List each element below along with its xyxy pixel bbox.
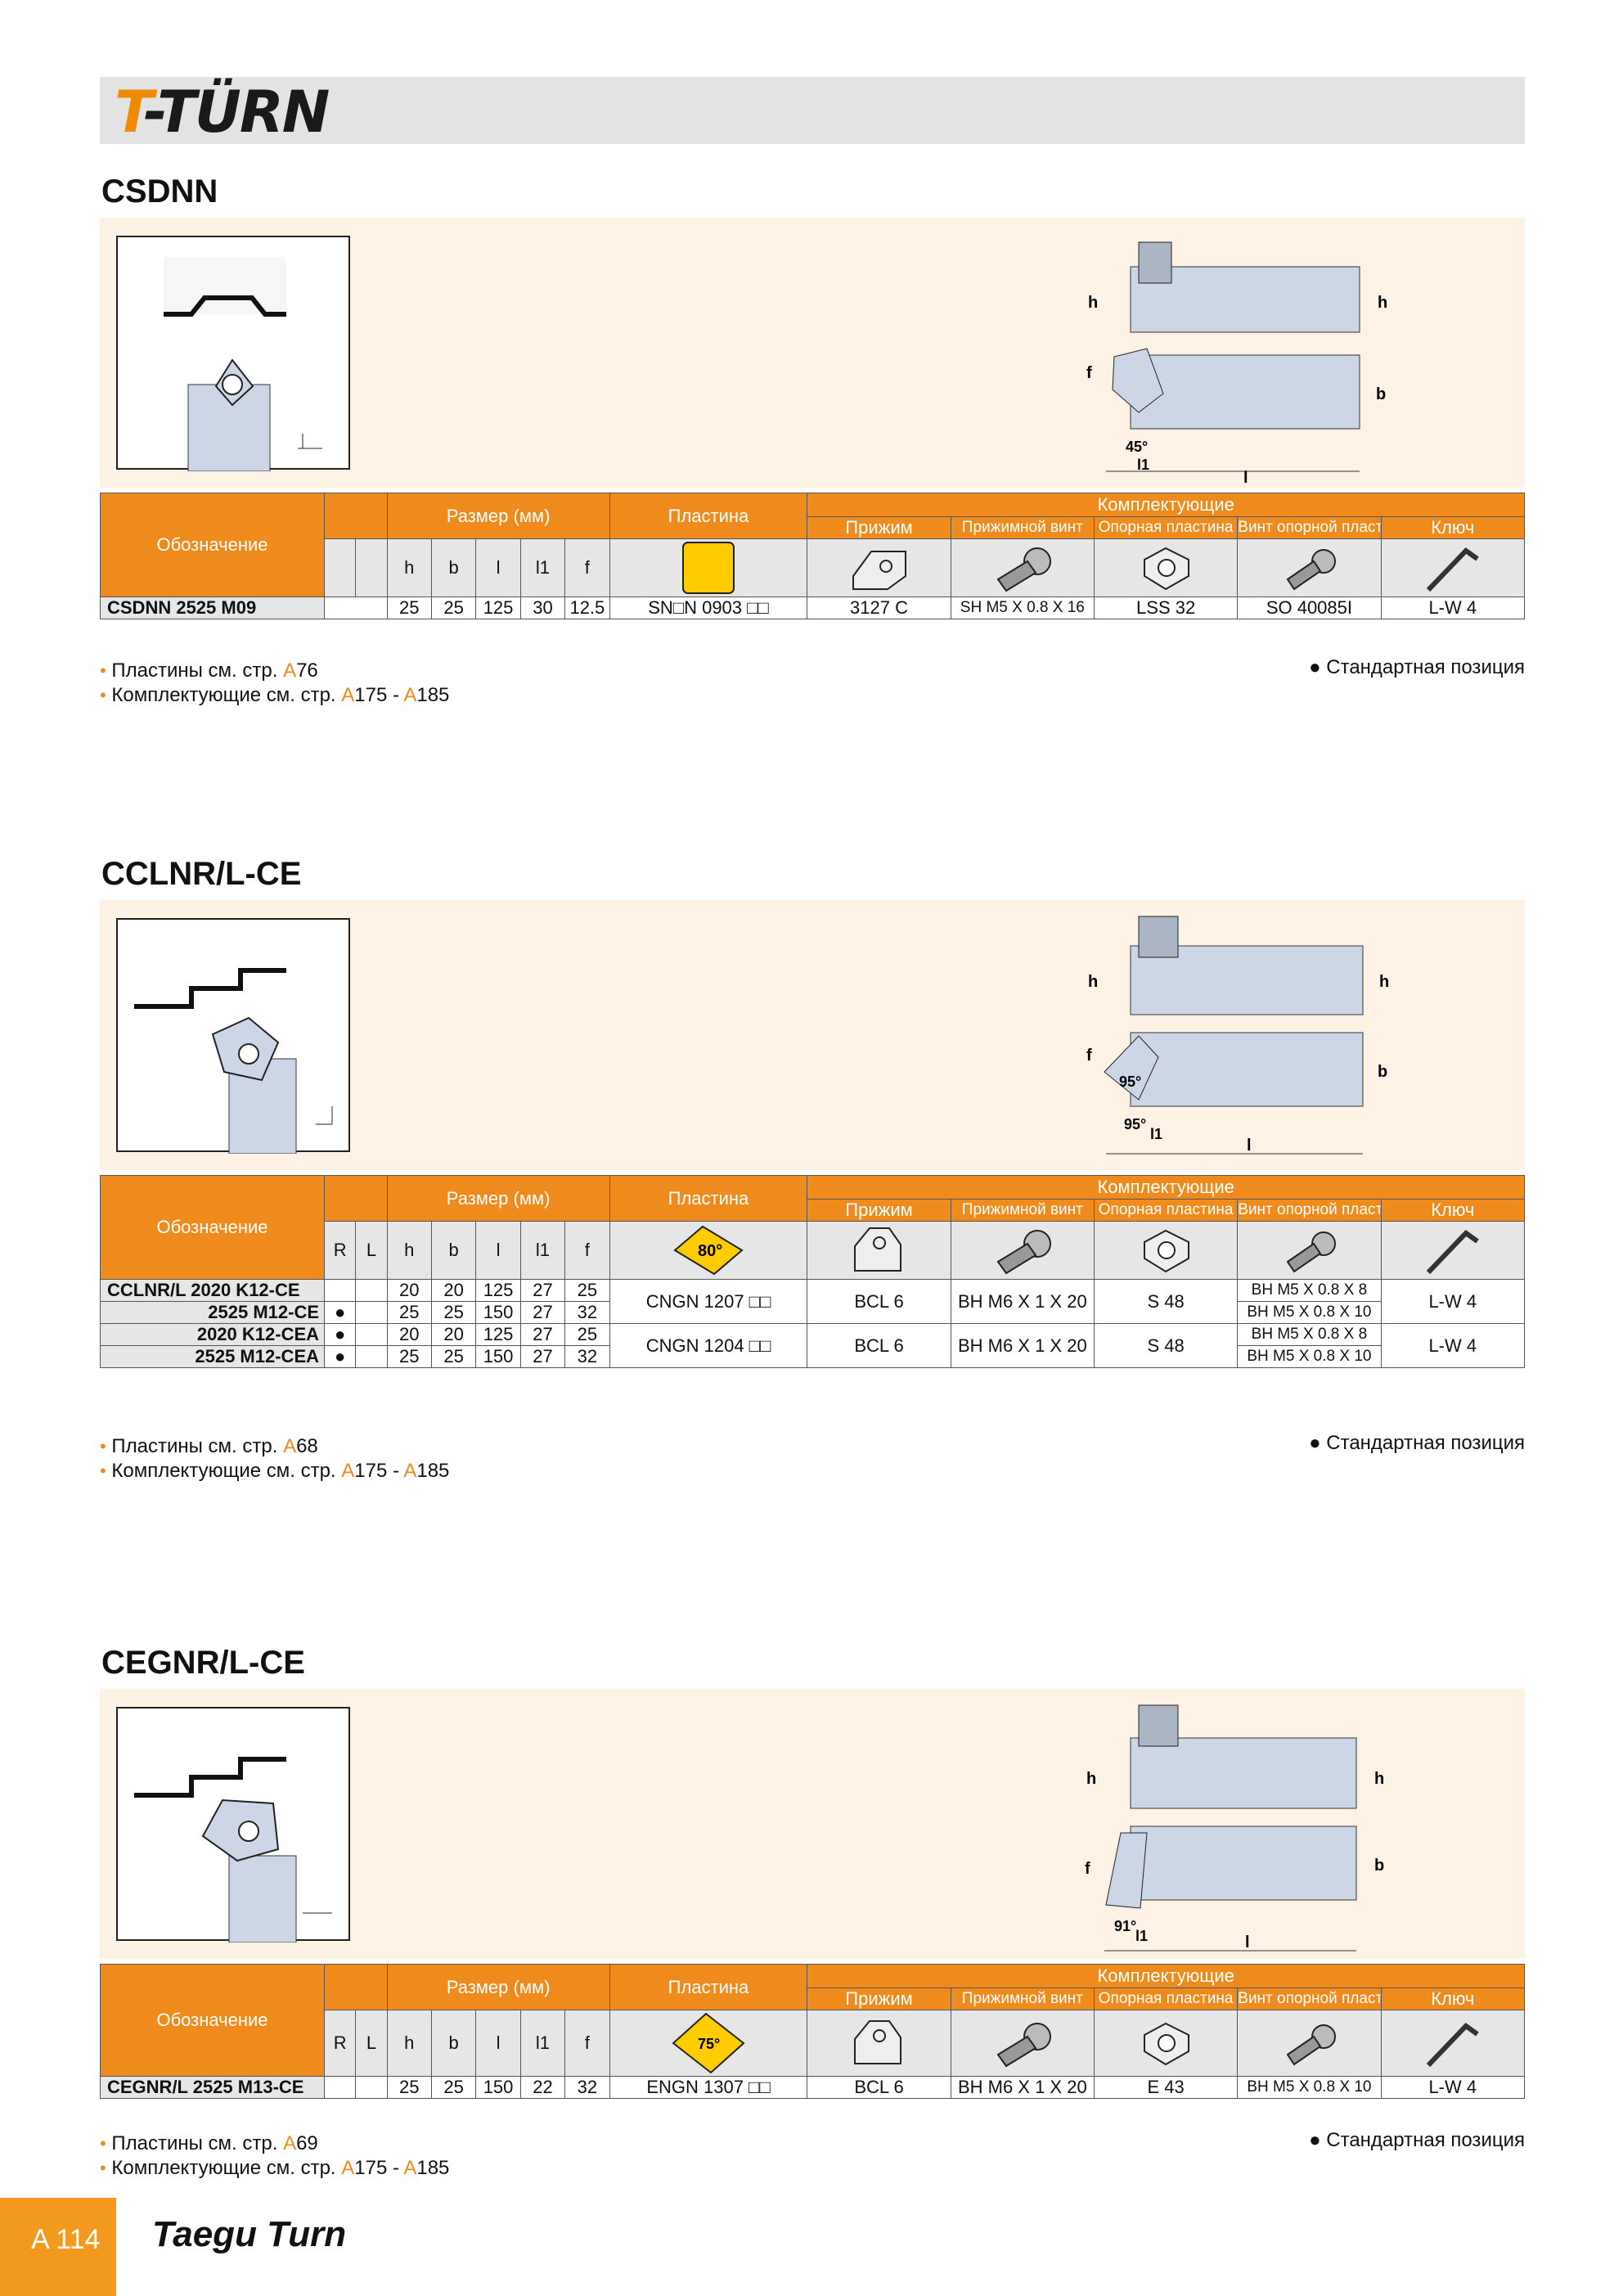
company-logo: Taegu Turn <box>152 2214 347 2254</box>
svg-text:b: b <box>1378 1063 1387 1081</box>
dim-angle: 45° <box>1126 439 1148 455</box>
note-inserts: • Пластины см. стр. A68 <box>100 1435 318 1457</box>
key-icon <box>1426 547 1479 592</box>
svg-text:l1: l1 <box>1135 1928 1148 1944</box>
shim-screw-icon <box>1287 2024 1337 2066</box>
col-accessories: Комплектующие <box>807 493 1525 517</box>
col-clamp-screw: Прижимной винт <box>950 516 1095 539</box>
hdr-b: b <box>430 538 477 597</box>
key-icon <box>1426 1230 1479 1275</box>
drawing-panel-csdnn: h h b f 45° l1 l <box>100 218 1525 488</box>
tool-drawing: h h b f 45° l1 l <box>1016 226 1523 488</box>
col-key: Ключ <box>1380 516 1526 539</box>
col-shim-screw: Винт опорной пластины <box>1237 516 1382 539</box>
section-title-cclnr: CCLNR/L-CE <box>101 856 302 892</box>
dim-l: l <box>1243 469 1248 487</box>
svg-text:75°: 75° <box>698 2036 720 2052</box>
svg-text:f: f <box>1085 1860 1090 1878</box>
insert-rhombus-80-icon: 80° <box>673 1225 744 1276</box>
page-number-tab: A 114 <box>0 2198 116 2296</box>
tool-drawing: h h b f 91° l1 l <box>1016 1694 1523 1959</box>
hdr-h: h <box>386 538 432 597</box>
detail-drawing <box>116 918 350 1154</box>
dim-h-right: h <box>1378 294 1387 312</box>
shim-icon <box>1144 2022 1190 2066</box>
insert-rhombus-75-icon: 75° <box>672 2012 745 2074</box>
dim-f: f <box>1086 364 1092 382</box>
svg-text:80°: 80° <box>698 1242 722 1260</box>
clamp-icon <box>853 2020 901 2064</box>
svg-text:b: b <box>1374 1857 1384 1875</box>
svg-text:h: h <box>1374 1770 1384 1788</box>
dim-b: b <box>1376 385 1386 403</box>
col-shim: Опорная пластина <box>1093 516 1239 539</box>
insert-square-icon <box>681 542 735 594</box>
section-title-csdnn: CSDNN <box>101 173 218 209</box>
clamp-screw-icon <box>996 1230 1051 1275</box>
svg-text:h: h <box>1086 1770 1096 1788</box>
hdr-l1: l1 <box>519 538 566 597</box>
spec-table-csdnn: Обозначение Размер (мм) Пластина Комплек… <box>99 493 1526 619</box>
note-accessories: • Комплектующие см. стр. A175 - A185 <box>100 1460 450 1482</box>
tool-drawing: h h b f 95° 95° l1 l <box>1016 905 1523 1170</box>
shim-screw-icon <box>1287 549 1337 591</box>
svg-text:h: h <box>1379 973 1389 991</box>
standard-legend: ● Стандартная позиция <box>1309 2129 1525 2151</box>
header-bar <box>100 77 1525 144</box>
shim-icon <box>1144 547 1190 591</box>
detail-drawing <box>116 236 350 471</box>
section-title-cegnr: CEGNR/L-CE <box>101 1645 305 1681</box>
shim-icon <box>1144 1229 1190 1273</box>
standard-legend: ● Стандартная позиция <box>1309 656 1525 678</box>
dim-l1: l1 <box>1137 457 1149 473</box>
hdr-l: l <box>475 538 521 597</box>
standard-legend: ● Стандартная позиция <box>1309 1432 1525 1454</box>
drawing-panel-cegnr: h h b f 91° l1 l <box>100 1689 1525 1959</box>
note-inserts: • Пластины см. стр. A69 <box>100 2132 318 2154</box>
brand-logo: T-TÜRN <box>115 79 330 146</box>
clamp-icon <box>853 1227 901 1272</box>
svg-text:l1: l1 <box>1150 1126 1162 1142</box>
note-inserts: • Пластины см. стр. A76 <box>100 660 318 682</box>
svg-text:h: h <box>1088 973 1098 991</box>
table-row: CSDNN 2525 M09 25 25 125 30 12.5 SN□N 09… <box>99 597 1526 619</box>
dim-h-left: h <box>1088 294 1098 312</box>
svg-text:f: f <box>1086 1047 1092 1065</box>
col-insert: Пластина <box>609 493 808 539</box>
page-number: A 114 <box>31 2224 101 2255</box>
svg-text:l: l <box>1245 1934 1250 1952</box>
svg-text:l: l <box>1247 1137 1252 1155</box>
shim-screw-icon <box>1287 1231 1337 1273</box>
clamp-icon <box>852 551 906 590</box>
spec-table-cclnr: Обозначение Размер (мм) Пластина Комплек… <box>99 1175 1526 1368</box>
detail-drawing <box>116 1707 350 1943</box>
col-size: Размер (мм) <box>386 493 610 539</box>
note-accessories: • Комплектующие см. стр. A175 - A185 <box>100 684 450 706</box>
col-clamp: Прижим <box>807 516 951 539</box>
hdr-f: f <box>564 538 610 597</box>
key-icon <box>1426 2023 1479 2068</box>
clamp-screw-icon <box>996 2023 1051 2068</box>
spec-table-cegnr: Обозначение Размер (мм) Пластина Комплек… <box>99 1964 1526 2099</box>
svg-text:95°: 95° <box>1124 1116 1146 1132</box>
drawing-panel-cclnr: h h b f 95° 95° l1 l <box>100 900 1525 1170</box>
svg-text:91°: 91° <box>1114 1918 1136 1934</box>
col-designation: Обозначение <box>99 493 326 597</box>
clamp-screw-icon <box>996 547 1051 592</box>
svg-text:95°: 95° <box>1119 1074 1141 1090</box>
note-accessories: • Комплектующие см. стр. A175 - A185 <box>100 2157 450 2179</box>
